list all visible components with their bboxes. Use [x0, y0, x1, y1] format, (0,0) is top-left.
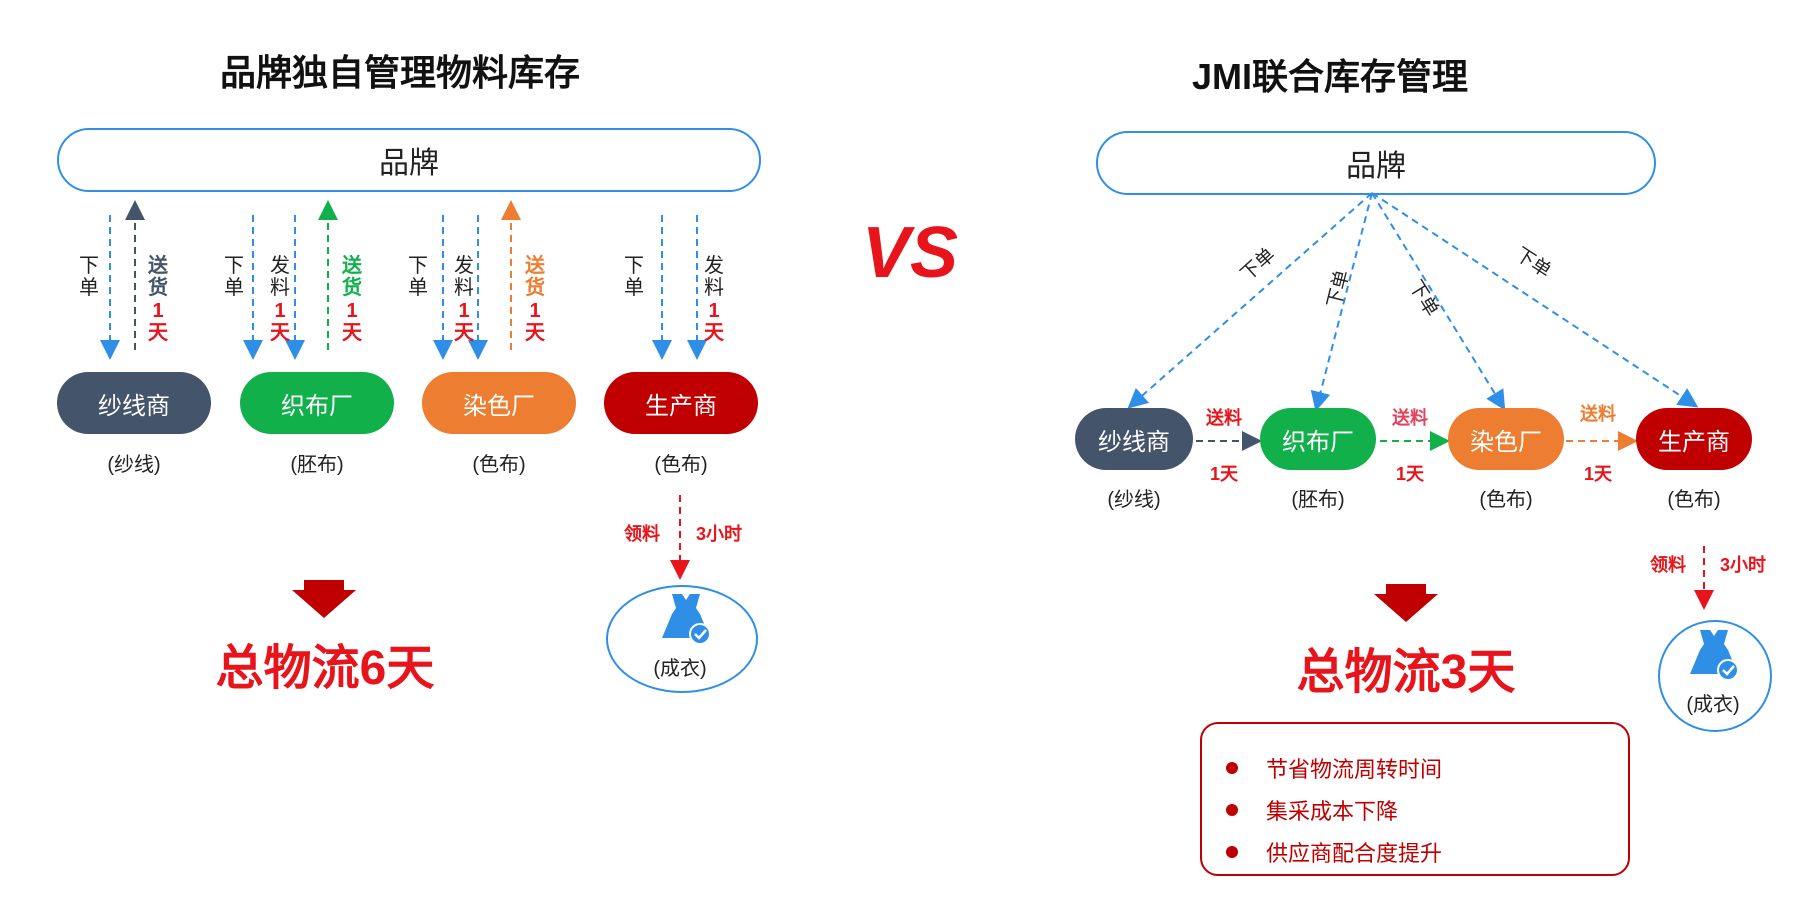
right-order-arrow-4: [1371, 192, 1699, 408]
right-node-weaving-label: 织布厂: [1282, 428, 1354, 456]
right-node-dyeing-sub: (色布): [1479, 489, 1533, 511]
right-node-yarn-sub: (纱线): [1107, 489, 1161, 511]
right-hours-label: 3小时: [1719, 555, 1766, 575]
right-node-producer-sub: (色布): [1667, 489, 1721, 511]
left-order-label-3: 下单: [408, 255, 428, 299]
left-day-label-2: 1天: [342, 300, 362, 344]
right-node-producer: 生产商: [1636, 408, 1752, 470]
left-node-dyeing: 染色厂: [422, 372, 576, 434]
left-hours-label: 3小时: [695, 524, 742, 544]
left-issue-day-label-4: 1天: [704, 300, 724, 344]
right-send-label-3: 送料: [1580, 404, 1616, 424]
right-day-label-1: 1天: [1209, 464, 1238, 484]
left-day-label-3: 1天: [525, 300, 545, 344]
left-total: 总物流6天: [215, 642, 435, 695]
right-node-producer-label: 生产商: [1658, 428, 1730, 456]
left-order-label-4: 下单: [624, 255, 644, 299]
left-garment-label: (成衣): [653, 658, 707, 680]
right-garment-label: (成衣): [1686, 694, 1740, 716]
left-node-producer-sub: (色布): [654, 454, 708, 476]
right-down-arrow: [1374, 584, 1438, 622]
left-node-weaving: 织布厂: [240, 372, 394, 434]
benefit-item: 集采成本下降: [1226, 794, 1398, 826]
left-node-producer: 生产商: [604, 372, 758, 434]
right-day-label-2: 1天: [1395, 464, 1424, 484]
right-total: 总物流3天: [1296, 646, 1516, 699]
benefit-item: 节省物流周转时间: [1226, 752, 1442, 784]
left-deliver-label-3: 送货: [525, 255, 545, 299]
right-brand-pill: 品牌: [1096, 131, 1656, 195]
left-day-label-1: 1天: [148, 300, 168, 344]
right-material-label: 领料: [1650, 555, 1686, 575]
right-order-arrow-1: [1127, 192, 1373, 409]
benefit-text: 集采成本下降: [1266, 799, 1399, 824]
left-node-yarn: 纱线商: [57, 372, 211, 434]
left-issue-label-4: 发料: [704, 255, 724, 299]
left-material-label: 领料: [624, 524, 660, 544]
left-issue-label-2: 发料: [270, 255, 290, 299]
right-node-yarn: 纱线商: [1075, 408, 1193, 470]
benefit-text: 节省物流周转时间: [1266, 757, 1443, 782]
left-title: 品牌独自管理物料库存: [219, 52, 580, 93]
benefit-item: 供应商配合度提升: [1226, 836, 1442, 868]
left-node-dyeing-label: 染色厂: [463, 392, 535, 420]
right-title: JMI联合库存管理: [1191, 56, 1468, 97]
left-node-yarn-sub: (纱线): [107, 454, 161, 476]
left-order-label-2: 下单: [224, 255, 244, 299]
right-node-dyeing: 染色厂: [1448, 408, 1564, 470]
right-send-label-2: 送料: [1392, 408, 1428, 428]
bullet-icon: [1226, 846, 1238, 858]
left-issue-day-label-2: 1天: [270, 300, 290, 344]
right-day-label-3: 1天: [1583, 464, 1612, 484]
left-deliver-label-2: 送货: [342, 255, 362, 299]
left-node-weaving-sub: (胚布): [290, 454, 344, 476]
right-send-label-1: 送料: [1206, 408, 1242, 428]
left-node-yarn-label: 纱线商: [98, 392, 170, 420]
left-order-label-1: 下单: [79, 255, 99, 299]
right-brand-label: 品牌: [1346, 150, 1406, 183]
left-issue-day-label-3: 1天: [454, 300, 474, 344]
left-brand-pill: 品牌: [57, 128, 761, 192]
bullet-icon: [1226, 804, 1238, 816]
bullet-icon: [1226, 762, 1238, 774]
benefits-box: 节省物流周转时间 集采成本下降 供应商配合度提升: [1200, 722, 1630, 876]
left-issue-label-3: 发料: [454, 255, 474, 299]
dress-icon: [1690, 630, 1739, 681]
right-order-arrow-3: [1371, 192, 1506, 411]
right-node-yarn-label: 纱线商: [1098, 428, 1170, 456]
left-node-weaving-label: 织布厂: [281, 392, 353, 420]
left-node-dyeing-sub: (色布): [472, 454, 526, 476]
right-node-dyeing-label: 染色厂: [1470, 428, 1542, 456]
dress-icon: [662, 594, 711, 645]
left-down-arrow: [292, 580, 356, 618]
left-deliver-label-1: 送货: [148, 255, 168, 299]
right-node-weaving: 织布厂: [1260, 408, 1376, 470]
left-brand-label: 品牌: [379, 147, 439, 180]
left-node-producer-label: 生产商: [645, 392, 717, 420]
vs-label: VS: [862, 213, 959, 293]
right-node-weaving-sub: (胚布): [1291, 489, 1345, 511]
benefit-text: 供应商配合度提升: [1266, 841, 1443, 866]
